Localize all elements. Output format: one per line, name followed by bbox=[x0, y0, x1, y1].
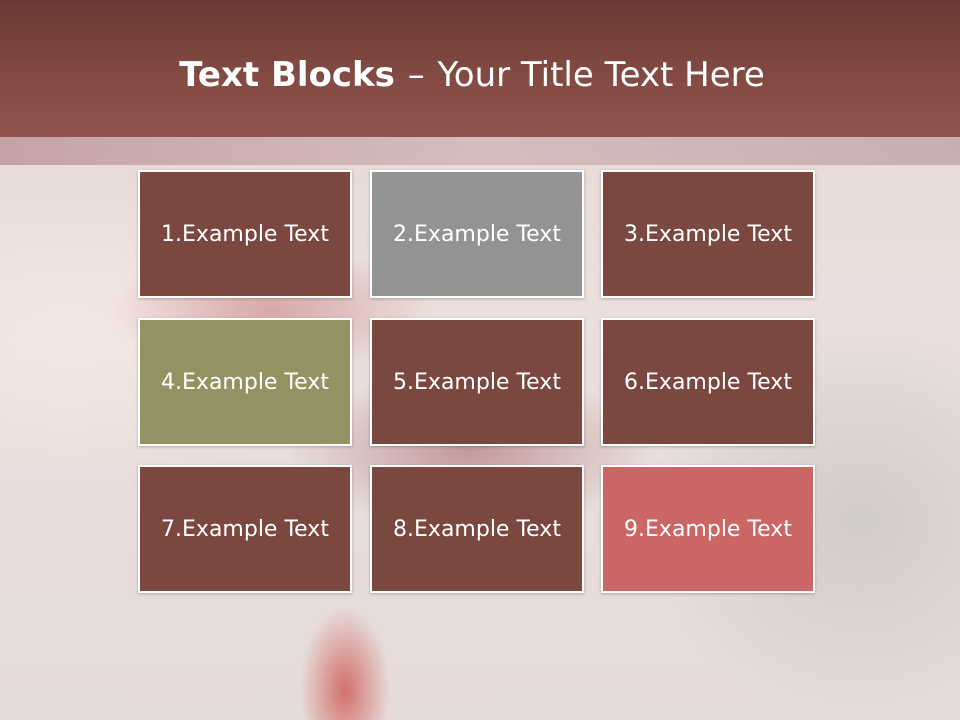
text-block-1[interactable]: 1.Example Text bbox=[138, 170, 352, 298]
text-block-5[interactable]: 5.Example Text bbox=[370, 318, 584, 446]
text-block-2[interactable]: 2.Example Text bbox=[370, 170, 584, 298]
text-block-4[interactable]: 4.Example Text bbox=[138, 318, 352, 446]
slide-title: Text Blocks – Your Title Text Here bbox=[0, 52, 944, 98]
text-block-label: 6.Example Text bbox=[624, 369, 792, 395]
text-block-label: 2.Example Text bbox=[393, 221, 561, 247]
text-block-label: 8.Example Text bbox=[393, 516, 561, 542]
text-block-9[interactable]: 9.Example Text bbox=[601, 465, 815, 593]
text-block-7[interactable]: 7.Example Text bbox=[138, 465, 352, 593]
text-block-label: 3.Example Text bbox=[624, 221, 792, 247]
title-dash: – bbox=[407, 55, 425, 95]
text-block-label: 5.Example Text bbox=[393, 369, 561, 395]
banner-strip bbox=[0, 137, 960, 165]
text-block-6[interactable]: 6.Example Text bbox=[601, 318, 815, 446]
text-block-label: 4.Example Text bbox=[161, 369, 329, 395]
title-banner bbox=[0, 0, 960, 137]
text-block-8[interactable]: 8.Example Text bbox=[370, 465, 584, 593]
text-block-label: 7.Example Text bbox=[161, 516, 329, 542]
text-block-label: 1.Example Text bbox=[161, 221, 329, 247]
title-bold-text: Text Blocks bbox=[179, 55, 395, 95]
text-block-label: 9.Example Text bbox=[624, 516, 792, 542]
text-block-3[interactable]: 3.Example Text bbox=[601, 170, 815, 298]
title-rest-text: Your Title Text Here bbox=[437, 55, 765, 95]
